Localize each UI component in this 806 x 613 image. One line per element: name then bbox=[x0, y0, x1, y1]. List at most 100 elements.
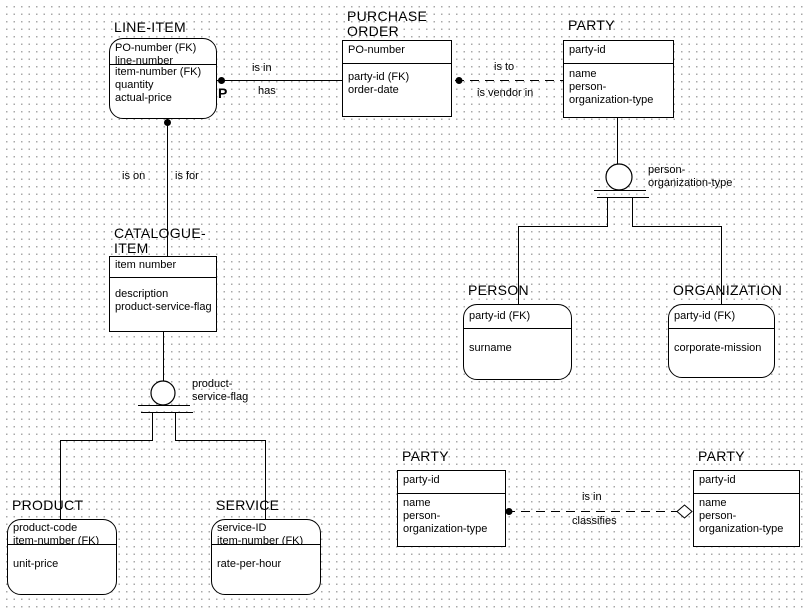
entity-box-product[interactable]: product-code item-number (FK) unit-price bbox=[7, 519, 117, 595]
relationship-label-is-in-2: is in bbox=[582, 491, 602, 503]
entity-box-party-classifier[interactable]: party-id name person- organization-type bbox=[693, 470, 800, 547]
attribute: service-ID bbox=[217, 522, 267, 534]
entity-person[interactable]: PERSON party-id (FK) surname bbox=[463, 283, 572, 380]
entity-party-customer[interactable]: PARTY party-id name person- organization… bbox=[397, 449, 506, 547]
relationship-label-is-on: is on bbox=[122, 170, 146, 182]
entity-line-item[interactable]: LINE-ITEM PO-number (FK) line-number ite… bbox=[109, 20, 217, 119]
entity-title-party-classifier: PARTY bbox=[698, 448, 745, 464]
attribute: party-id (FK) bbox=[469, 310, 531, 322]
attribute: party-id bbox=[403, 474, 440, 486]
title-line: ITEM bbox=[114, 240, 149, 256]
attribute: name bbox=[403, 497, 431, 509]
key-compartment: PO-number bbox=[343, 41, 451, 64]
key-compartment: party-id (FK) bbox=[669, 305, 774, 329]
attribute: item-number (FK) bbox=[13, 535, 100, 545]
title-line: ORDER bbox=[347, 23, 400, 39]
attr-compartment: item-number (FK) quantity actual-price bbox=[110, 65, 216, 105]
relationship-label-is-for: is for bbox=[175, 170, 199, 182]
entity-service[interactable]: SERVICE service-ID item-number (FK) rate… bbox=[211, 498, 321, 595]
label-line: product- bbox=[192, 378, 233, 390]
entity-box-line-item[interactable]: PO-number (FK) line-number item-number (… bbox=[109, 38, 217, 119]
identifying-marker-p: P bbox=[218, 85, 228, 101]
entity-title-person: PERSON bbox=[468, 282, 529, 298]
attribute: party-id bbox=[699, 474, 736, 486]
relationship-label-classifies: classifies bbox=[572, 515, 617, 527]
entity-party[interactable]: PARTY party-id name person- organization… bbox=[563, 18, 674, 118]
attribute: product-service-flag bbox=[115, 301, 212, 313]
attr-compartment: rate-per-hour bbox=[212, 545, 320, 571]
optional-diamond bbox=[676, 504, 693, 519]
key-compartment: product-code item-number (FK) bbox=[8, 520, 116, 545]
label-line: person- bbox=[648, 164, 686, 176]
attribute: name bbox=[569, 68, 597, 80]
attr-compartment: name person- organization-type bbox=[694, 494, 799, 536]
attribute: line-number bbox=[115, 55, 174, 65]
cardinality-dot bbox=[164, 119, 171, 126]
entity-box-party[interactable]: party-id name person- organization-type bbox=[563, 40, 674, 118]
entity-product[interactable]: PRODUCT product-code item-number (FK) un… bbox=[7, 498, 117, 595]
key-compartment: party-id bbox=[564, 41, 673, 64]
entity-box-person[interactable]: party-id (FK) surname bbox=[463, 304, 572, 380]
entity-purchase-order[interactable]: PURCHASE ORDER PO-number party-id (FK) o… bbox=[342, 9, 452, 117]
cardinality-dot bbox=[505, 508, 513, 515]
attr-compartment: description product-service-flag bbox=[110, 278, 216, 314]
attr-compartment: corporate-mission bbox=[669, 329, 774, 355]
entity-party-classifier[interactable]: PARTY party-id name person- organization… bbox=[693, 449, 800, 547]
attribute: name bbox=[699, 497, 727, 509]
label-line: service-flag bbox=[192, 391, 249, 403]
attribute: person- bbox=[403, 510, 441, 522]
attribute: item-number (FK) bbox=[217, 535, 304, 545]
attribute: product-code bbox=[13, 522, 78, 534]
entity-title-purchase-order: PURCHASE ORDER bbox=[347, 9, 427, 39]
entity-title-organization: ORGANIZATION bbox=[673, 282, 783, 298]
entity-catalogue-item[interactable]: CATALOGUE- ITEM item number description … bbox=[109, 226, 217, 332]
attribute: order-date bbox=[348, 84, 399, 96]
attribute: person- bbox=[699, 510, 737, 522]
attribute: surname bbox=[469, 342, 512, 354]
attribute: item number bbox=[115, 259, 177, 271]
entity-title-product: PRODUCT bbox=[12, 497, 84, 513]
entity-box-organization[interactable]: party-id (FK) corporate-mission bbox=[668, 304, 775, 378]
discriminator-label-person-organization-type: person- organization-type bbox=[648, 164, 732, 190]
entity-title-party: PARTY bbox=[568, 17, 615, 33]
attribute: organization-type bbox=[699, 523, 784, 535]
cardinality-dot bbox=[218, 77, 225, 84]
title-line: PURCHASE bbox=[347, 8, 428, 24]
attribute: party-id (FK) bbox=[348, 71, 410, 83]
subtype-discriminator-circle bbox=[605, 163, 633, 191]
entity-box-service[interactable]: service-ID item-number (FK) rate-per-hou… bbox=[211, 519, 321, 595]
attribute: PO-number (FK) bbox=[115, 42, 197, 54]
key-compartment: service-ID item-number (FK) bbox=[212, 520, 320, 545]
attribute: party-id bbox=[569, 44, 606, 56]
entity-box-catalogue-item[interactable]: item number description product-service-… bbox=[109, 256, 217, 332]
attribute: PO-number bbox=[348, 44, 405, 56]
entity-title-catalogue-item: CATALOGUE- ITEM bbox=[114, 226, 206, 256]
relationship-label-is-in: is in bbox=[252, 62, 272, 74]
key-compartment: party-id bbox=[398, 471, 505, 494]
cardinality-dot bbox=[455, 77, 463, 84]
key-compartment: item number bbox=[110, 257, 216, 278]
attribute: organization-type bbox=[403, 523, 488, 535]
label-line: organization-type bbox=[648, 177, 733, 189]
entity-title-party-customer: PARTY bbox=[402, 448, 449, 464]
attribute: organization-type bbox=[569, 94, 654, 106]
relationship-label-is-vendor-in: is vendor in bbox=[477, 87, 534, 99]
attribute: item-number (FK) bbox=[115, 66, 202, 78]
key-compartment: PO-number (FK) line-number bbox=[110, 39, 216, 65]
key-compartment: party-id bbox=[694, 471, 799, 494]
entity-box-purchase-order[interactable]: PO-number party-id (FK) order-date bbox=[342, 40, 452, 117]
entity-box-party-customer[interactable]: party-id name person- organization-type bbox=[397, 470, 506, 547]
attr-compartment: name person- organization-type bbox=[564, 64, 673, 107]
key-compartment: party-id (FK) bbox=[464, 305, 571, 329]
entity-organization[interactable]: ORGANIZATION party-id (FK) corporate-mis… bbox=[668, 283, 782, 378]
attribute: description bbox=[115, 288, 169, 300]
attribute: actual-price bbox=[115, 92, 172, 104]
attribute: party-id (FK) bbox=[674, 310, 736, 322]
attr-compartment: name person- organization-type bbox=[398, 494, 505, 536]
entity-title-service: SERVICE bbox=[216, 497, 280, 513]
attr-compartment: unit-price bbox=[8, 545, 116, 571]
entity-title-line-item: LINE-ITEM bbox=[114, 19, 186, 35]
title-line: CATALOGUE- bbox=[114, 225, 206, 241]
relationship-label-is-to: is to bbox=[494, 61, 515, 73]
